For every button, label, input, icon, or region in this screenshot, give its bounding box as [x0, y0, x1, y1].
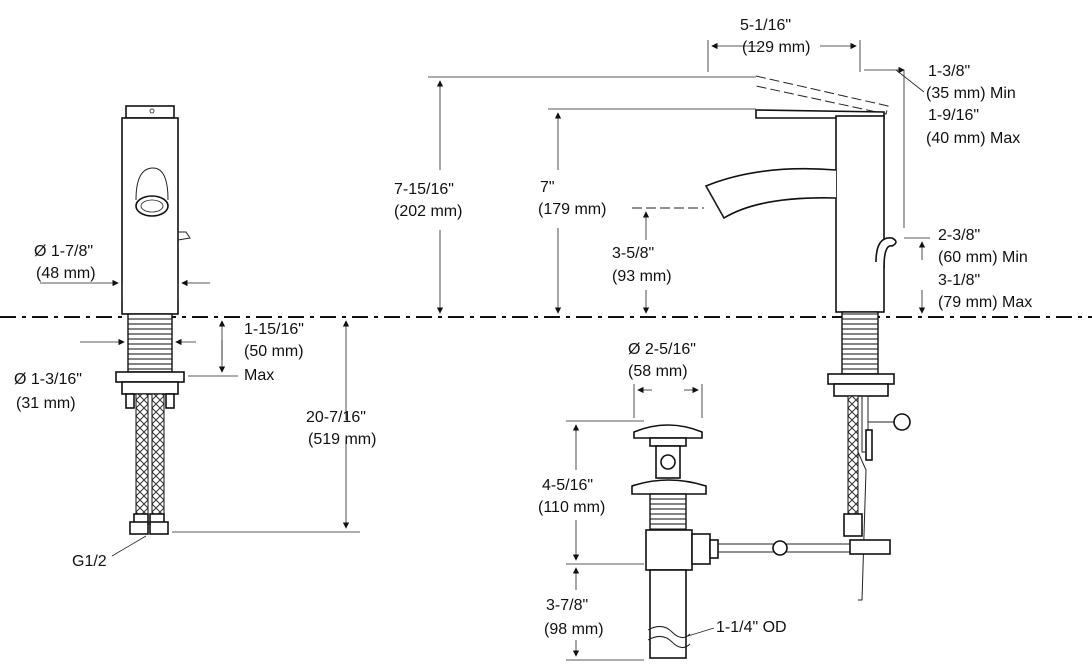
dim-spout-height [632, 207, 704, 314]
label-supply-length-imperial: 20-7/16" [306, 409, 366, 426]
label-rod-height-min-imperial: 2-3/8" [938, 227, 980, 244]
label-rod-height-min-metric: (60 mm) Min [938, 249, 1028, 266]
dim-base-diameter [40, 279, 210, 300]
dim-drain-height [566, 420, 644, 565]
label-rod-height-max-metric: (79 mm) Max [938, 294, 1032, 311]
label-deck-thickness-imperial: 1-15/16" [244, 321, 304, 338]
label-handle-travel-min-metric: (35 mm) Min [926, 85, 1016, 102]
dim-tailpiece-length [566, 567, 644, 661]
label-base-diameter-imperial: Ø 1-7/8" [34, 243, 93, 260]
label-rod-height-max-imperial: 3-1/8" [938, 272, 980, 289]
dim-spout-reach [707, 40, 861, 72]
faucet-front-view [704, 75, 911, 601]
label-deck-thickness-qualifier: Max [244, 367, 274, 384]
dim-drain-diameter [633, 384, 703, 418]
label-spout-reach-metric: (129 mm) [742, 39, 810, 56]
label-shank-diameter-imperial: Ø 1-3/16" [14, 371, 82, 388]
dim-deck-thickness [188, 320, 238, 377]
leader-tailpiece-od [687, 627, 715, 637]
dim-rod-height [904, 237, 930, 314]
faucet-side-view [115, 105, 191, 535]
label-handle-travel-min-imperial: 1-3/8" [928, 63, 970, 80]
label-connection: G1/2 [72, 553, 107, 570]
label-handle-travel-max-metric: (40 mm) Max [926, 130, 1020, 147]
label-overall-height-metric: (202 mm) [394, 203, 462, 220]
label-drain-diameter-imperial: Ø 2-5/16" [628, 341, 696, 358]
label-spout-height-imperial: 3-5/8" [612, 245, 654, 262]
label-lever-height-metric: (179 mm) [538, 201, 606, 218]
label-tailpiece-od: 1-1/4" OD [716, 619, 787, 636]
dim-handle-travel [864, 66, 925, 228]
drain-assembly [631, 424, 891, 659]
label-lever-height-imperial: 7" [540, 179, 555, 196]
dim-overall-height [428, 76, 756, 314]
label-drain-diameter-metric: (58 mm) [628, 363, 688, 380]
label-spout-height-metric: (93 mm) [612, 268, 672, 285]
label-drain-height-imperial: 4-5/16" [542, 477, 593, 494]
label-tailpiece-length-imperial: 3-7/8" [546, 597, 588, 614]
label-handle-travel-max-imperial: 1-9/16" [928, 107, 979, 124]
label-deck-thickness-metric: (50 mm) [244, 343, 304, 360]
labels: 5-1/16" (129 mm) 1-3/8" (35 mm) Min 1-9/… [14, 17, 1032, 638]
label-overall-height-imperial: 7-15/16" [394, 181, 454, 198]
label-shank-diameter-metric: (31 mm) [16, 395, 76, 412]
label-drain-height-metric: (110 mm) [538, 499, 605, 516]
label-base-diameter-metric: (48 mm) [36, 265, 96, 282]
label-spout-reach-imperial: 5-1/16" [740, 17, 791, 34]
label-supply-length-metric: (519 mm) [308, 431, 376, 448]
dim-supply-length [172, 320, 360, 533]
dim-lever-height [548, 108, 756, 314]
leader-connection [111, 535, 147, 557]
label-tailpiece-length-metric: (98 mm) [544, 621, 604, 638]
